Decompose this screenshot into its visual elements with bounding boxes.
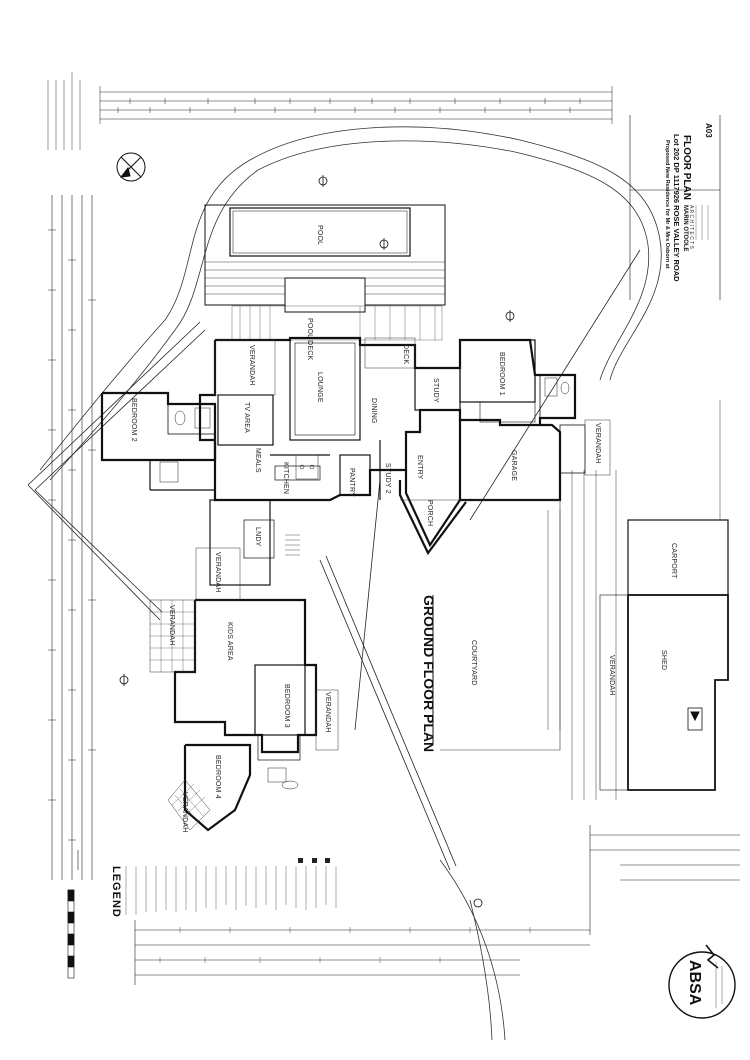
title-block-architect-sub: A R C H I T E C T S xyxy=(688,205,694,249)
courtyard xyxy=(400,499,561,751)
legend-title: LEGEND xyxy=(110,866,122,918)
fixtures xyxy=(159,377,570,790)
house-walls xyxy=(100,336,577,832)
left-dimension-strings xyxy=(48,195,96,880)
carport-shed xyxy=(599,519,729,791)
deck-label: DECK xyxy=(402,344,409,364)
shed-label: SHED xyxy=(660,650,667,670)
right-dimension-strings xyxy=(547,400,721,800)
entry-label: ENTRY xyxy=(416,455,423,480)
general-notes xyxy=(47,72,81,150)
verandah-mid-label: VERANDAH xyxy=(214,552,221,593)
title-block-architect: MARIN OTOOLE xyxy=(682,205,688,252)
boundary-lines xyxy=(27,249,641,871)
title-block-line2: Lot 202 DP 1117926 ROSE VALLEY ROAD xyxy=(672,134,681,282)
porch-label: PORCH xyxy=(426,500,433,526)
pantry-label: PANTRY xyxy=(348,468,355,497)
scale-bar xyxy=(67,850,79,979)
north-arrow-icon xyxy=(116,152,146,182)
pool-label: POOL xyxy=(316,225,323,245)
verandah-bed4-label: VERANDAH xyxy=(181,792,188,833)
bedroom-2-label: BEDROOM 2 xyxy=(130,398,137,442)
verandah-left-label: VERANDAH xyxy=(168,605,175,646)
meals-label: MEALS xyxy=(254,448,261,473)
level-markers xyxy=(119,175,515,908)
tv-area-label: TV AREA xyxy=(243,402,250,433)
bedroom-4-label: BEDROOM 4 xyxy=(214,755,221,799)
title-block-line1: Proposed New Residence for Mr & Mrs Osbo… xyxy=(664,140,670,269)
legend: LEGEND xyxy=(110,858,337,918)
top-dimension-strings xyxy=(99,86,613,124)
absa-logo-text: ABSA xyxy=(686,960,703,1006)
site-boundary xyxy=(39,126,662,1041)
verandah-shed-label: VERANDAH xyxy=(608,655,615,696)
bedroom-1-label: BEDROOM 1 xyxy=(498,352,505,396)
dining-label: DINING xyxy=(370,398,377,424)
verandah-kids-label: VERANDAH xyxy=(324,692,331,733)
pool-deck-label: POOL DECK xyxy=(306,318,313,361)
garage-label: GARAGE xyxy=(510,450,517,481)
kitchen-label: KITCHEN xyxy=(282,462,289,494)
carport-label: CARPORT xyxy=(670,543,677,579)
lounge-label: LOUNGE xyxy=(316,372,323,403)
internal-walls xyxy=(149,337,586,761)
verandahs xyxy=(149,337,611,831)
courtyard-label: COURTYARD xyxy=(470,640,477,686)
study-2-label: STUDY 2 xyxy=(384,463,391,494)
title-block-sheet-no: A03 xyxy=(704,123,713,138)
absa-logo: ABSA xyxy=(668,944,736,1019)
verandah-right-label: VERANDAH xyxy=(594,423,601,464)
pool-deck xyxy=(231,305,443,341)
title-block: Proposed New Residence for Mr & Mrs Osbo… xyxy=(629,115,721,300)
study-label: STUDY xyxy=(432,378,439,403)
verandah-top-label: VERANDAH xyxy=(248,345,255,386)
bottom-dimension-strings xyxy=(134,825,740,985)
pool xyxy=(204,204,446,313)
bedroom-3-label: BEDROOM 3 xyxy=(283,684,290,728)
plan-title: GROUND FLOOR PLAN xyxy=(421,595,437,752)
title-block-sheet-title: FLOOR PLAN xyxy=(681,135,692,200)
laundry-label: LNDY xyxy=(254,527,261,547)
kids-area-label: KIDS AREA xyxy=(226,622,233,661)
